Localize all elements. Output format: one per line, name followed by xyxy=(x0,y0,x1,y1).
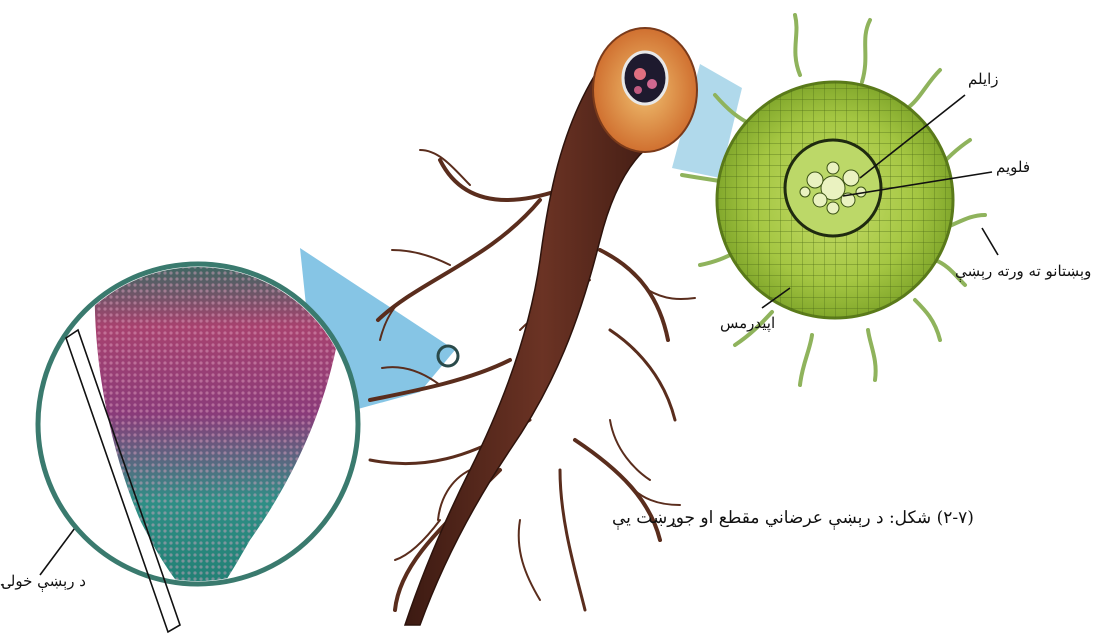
figure-caption: (۲-۷) شکل: د رېښې عرضاني مقطع او جوړښت ي… xyxy=(612,508,974,528)
phloem-label: فلويم xyxy=(996,158,1030,176)
root-cap-label: د رېښې خولۍ xyxy=(2,572,86,590)
root-hairs-label: وېښتانو ته ورته رېښې xyxy=(955,262,1091,280)
xylem-label: زايلم xyxy=(968,70,999,88)
epidermis-label: اپيدرمس xyxy=(720,314,775,332)
